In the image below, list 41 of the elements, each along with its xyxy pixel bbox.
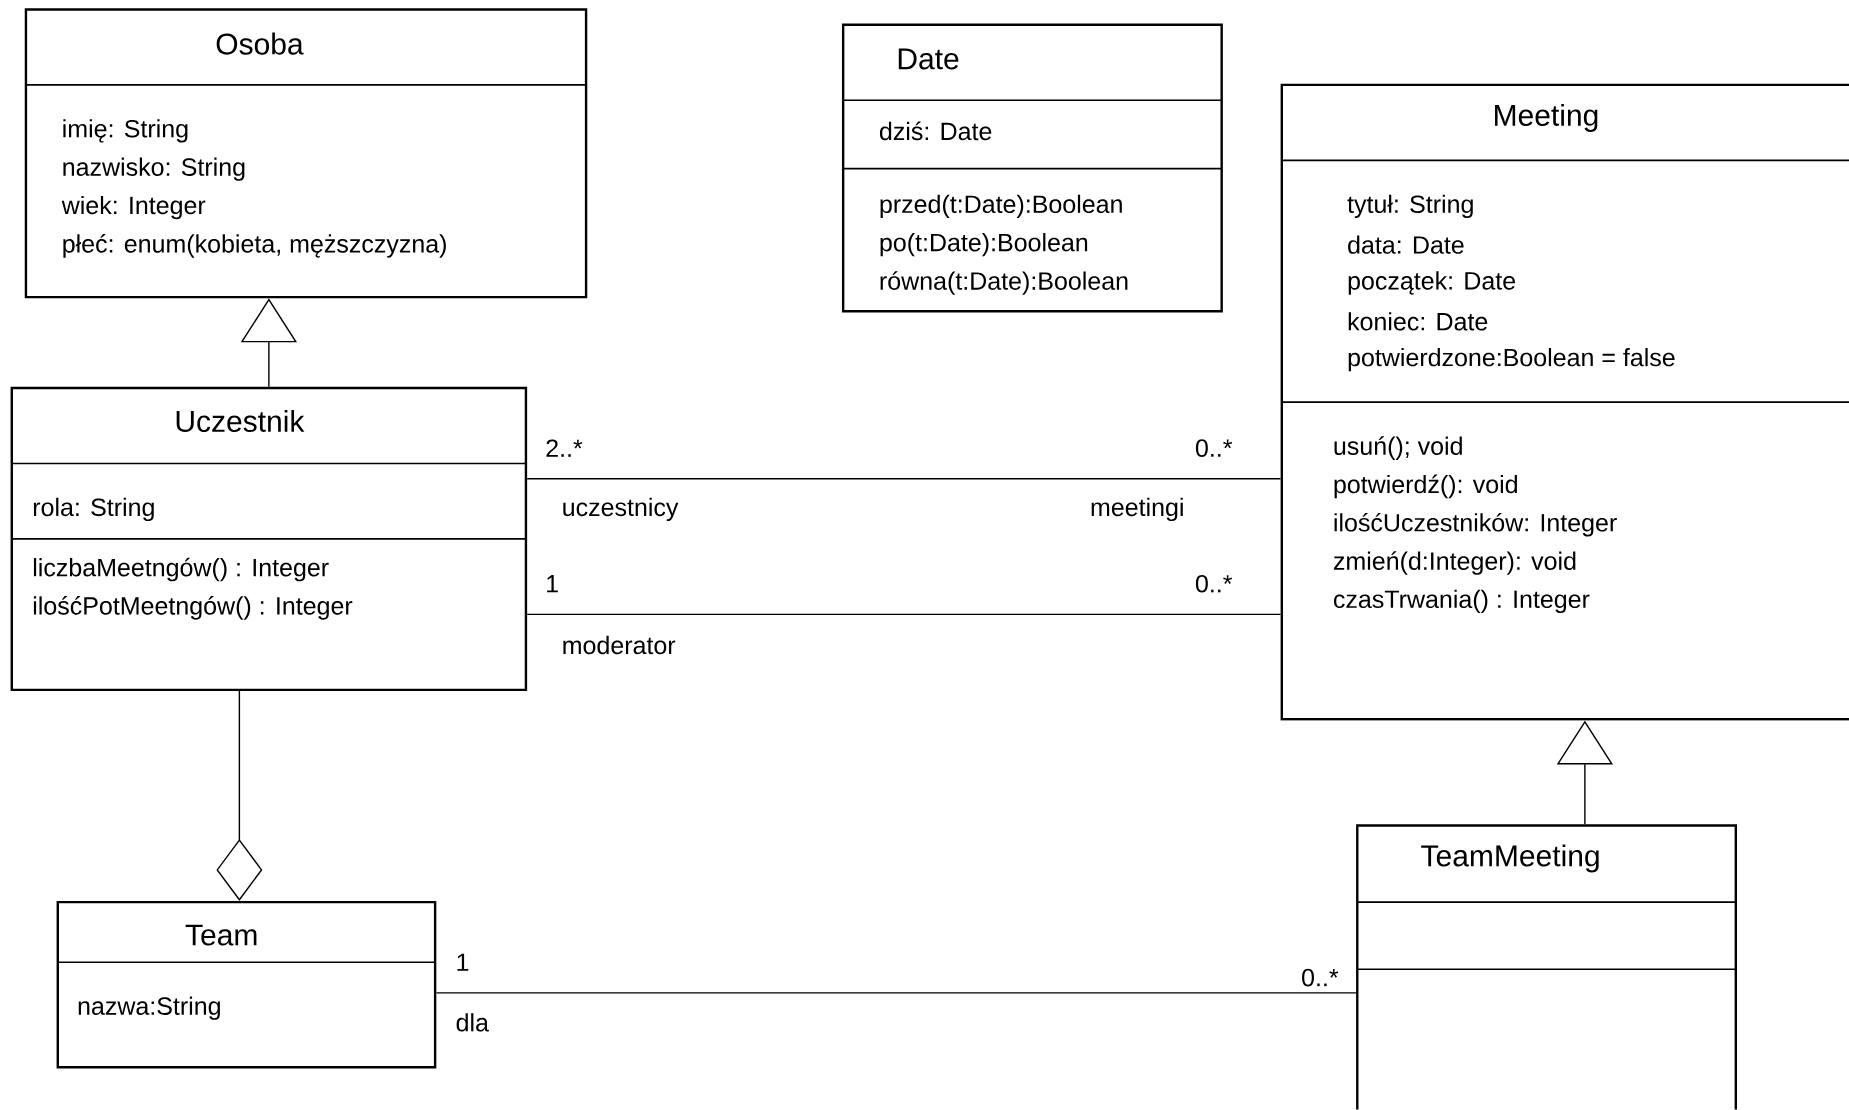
role-label: 0..* [1195, 575, 1233, 593]
attribute-text: nazwisko: String [63, 157, 245, 182]
attribute-text: koniec: Date [1348, 312, 1488, 331]
role-label: meetingi [1091, 497, 1183, 522]
role-label: 1 [547, 575, 558, 593]
attribute-text: potwierdzone:Boolean = false [1348, 348, 1675, 372]
role-label: 2..* [546, 439, 583, 457]
method-text: równa(t:Date):Boolean [880, 271, 1128, 295]
association-line [526, 478, 1282, 480]
class-name: Team [185, 924, 257, 946]
method-text: potwierdź(): void [1334, 474, 1517, 499]
method-text: ilośćUczestników: Integer [1334, 513, 1617, 537]
method-text: zmień(d:Integer): void [1333, 551, 1576, 576]
association-line [526, 613, 1282, 616]
method-text: przed(t:Date):Boolean [880, 194, 1122, 219]
association-line [435, 992, 1357, 994]
method-text: ilośćPotMeetngów() : Integer [33, 596, 353, 620]
attribute-text: rola: String [33, 497, 154, 522]
class-name: Meeting [1495, 104, 1598, 133]
attribute-text: wiek: Integer [61, 196, 206, 220]
attribute-text: dziś: Date [879, 121, 992, 141]
role-label: moderator [563, 636, 676, 655]
attribute-text: tytuł: String [1347, 194, 1473, 219]
role-label: 0..* [1195, 439, 1233, 458]
method-text: czasTrwania() : Integer [1334, 589, 1590, 614]
attribute-text: początek: Date [1348, 271, 1515, 295]
role-label: 1 [457, 953, 469, 972]
role-label: uczestnicy [563, 497, 679, 522]
class-name: Osoba [216, 32, 304, 55]
attribute-text: płeć: enum(kobieta, męższczyzna) [63, 234, 446, 258]
method-text: liczbaMeetngów() : Integer [33, 557, 329, 582]
class-name: TeamMeeting [1421, 844, 1599, 873]
role-label: dla [456, 1013, 489, 1032]
method-text: usuń(); void [1334, 436, 1462, 461]
attribute-text: nazwa:String [78, 996, 220, 1021]
attribute-text: data: Date [1348, 235, 1464, 255]
class-name: Date [898, 48, 959, 70]
role-label: 0..* [1302, 968, 1339, 987]
class-name: Uczestnik [176, 410, 305, 433]
method-text: po(t:Date):Boolean [880, 233, 1088, 257]
attribute-text: imię: String [63, 119, 188, 143]
